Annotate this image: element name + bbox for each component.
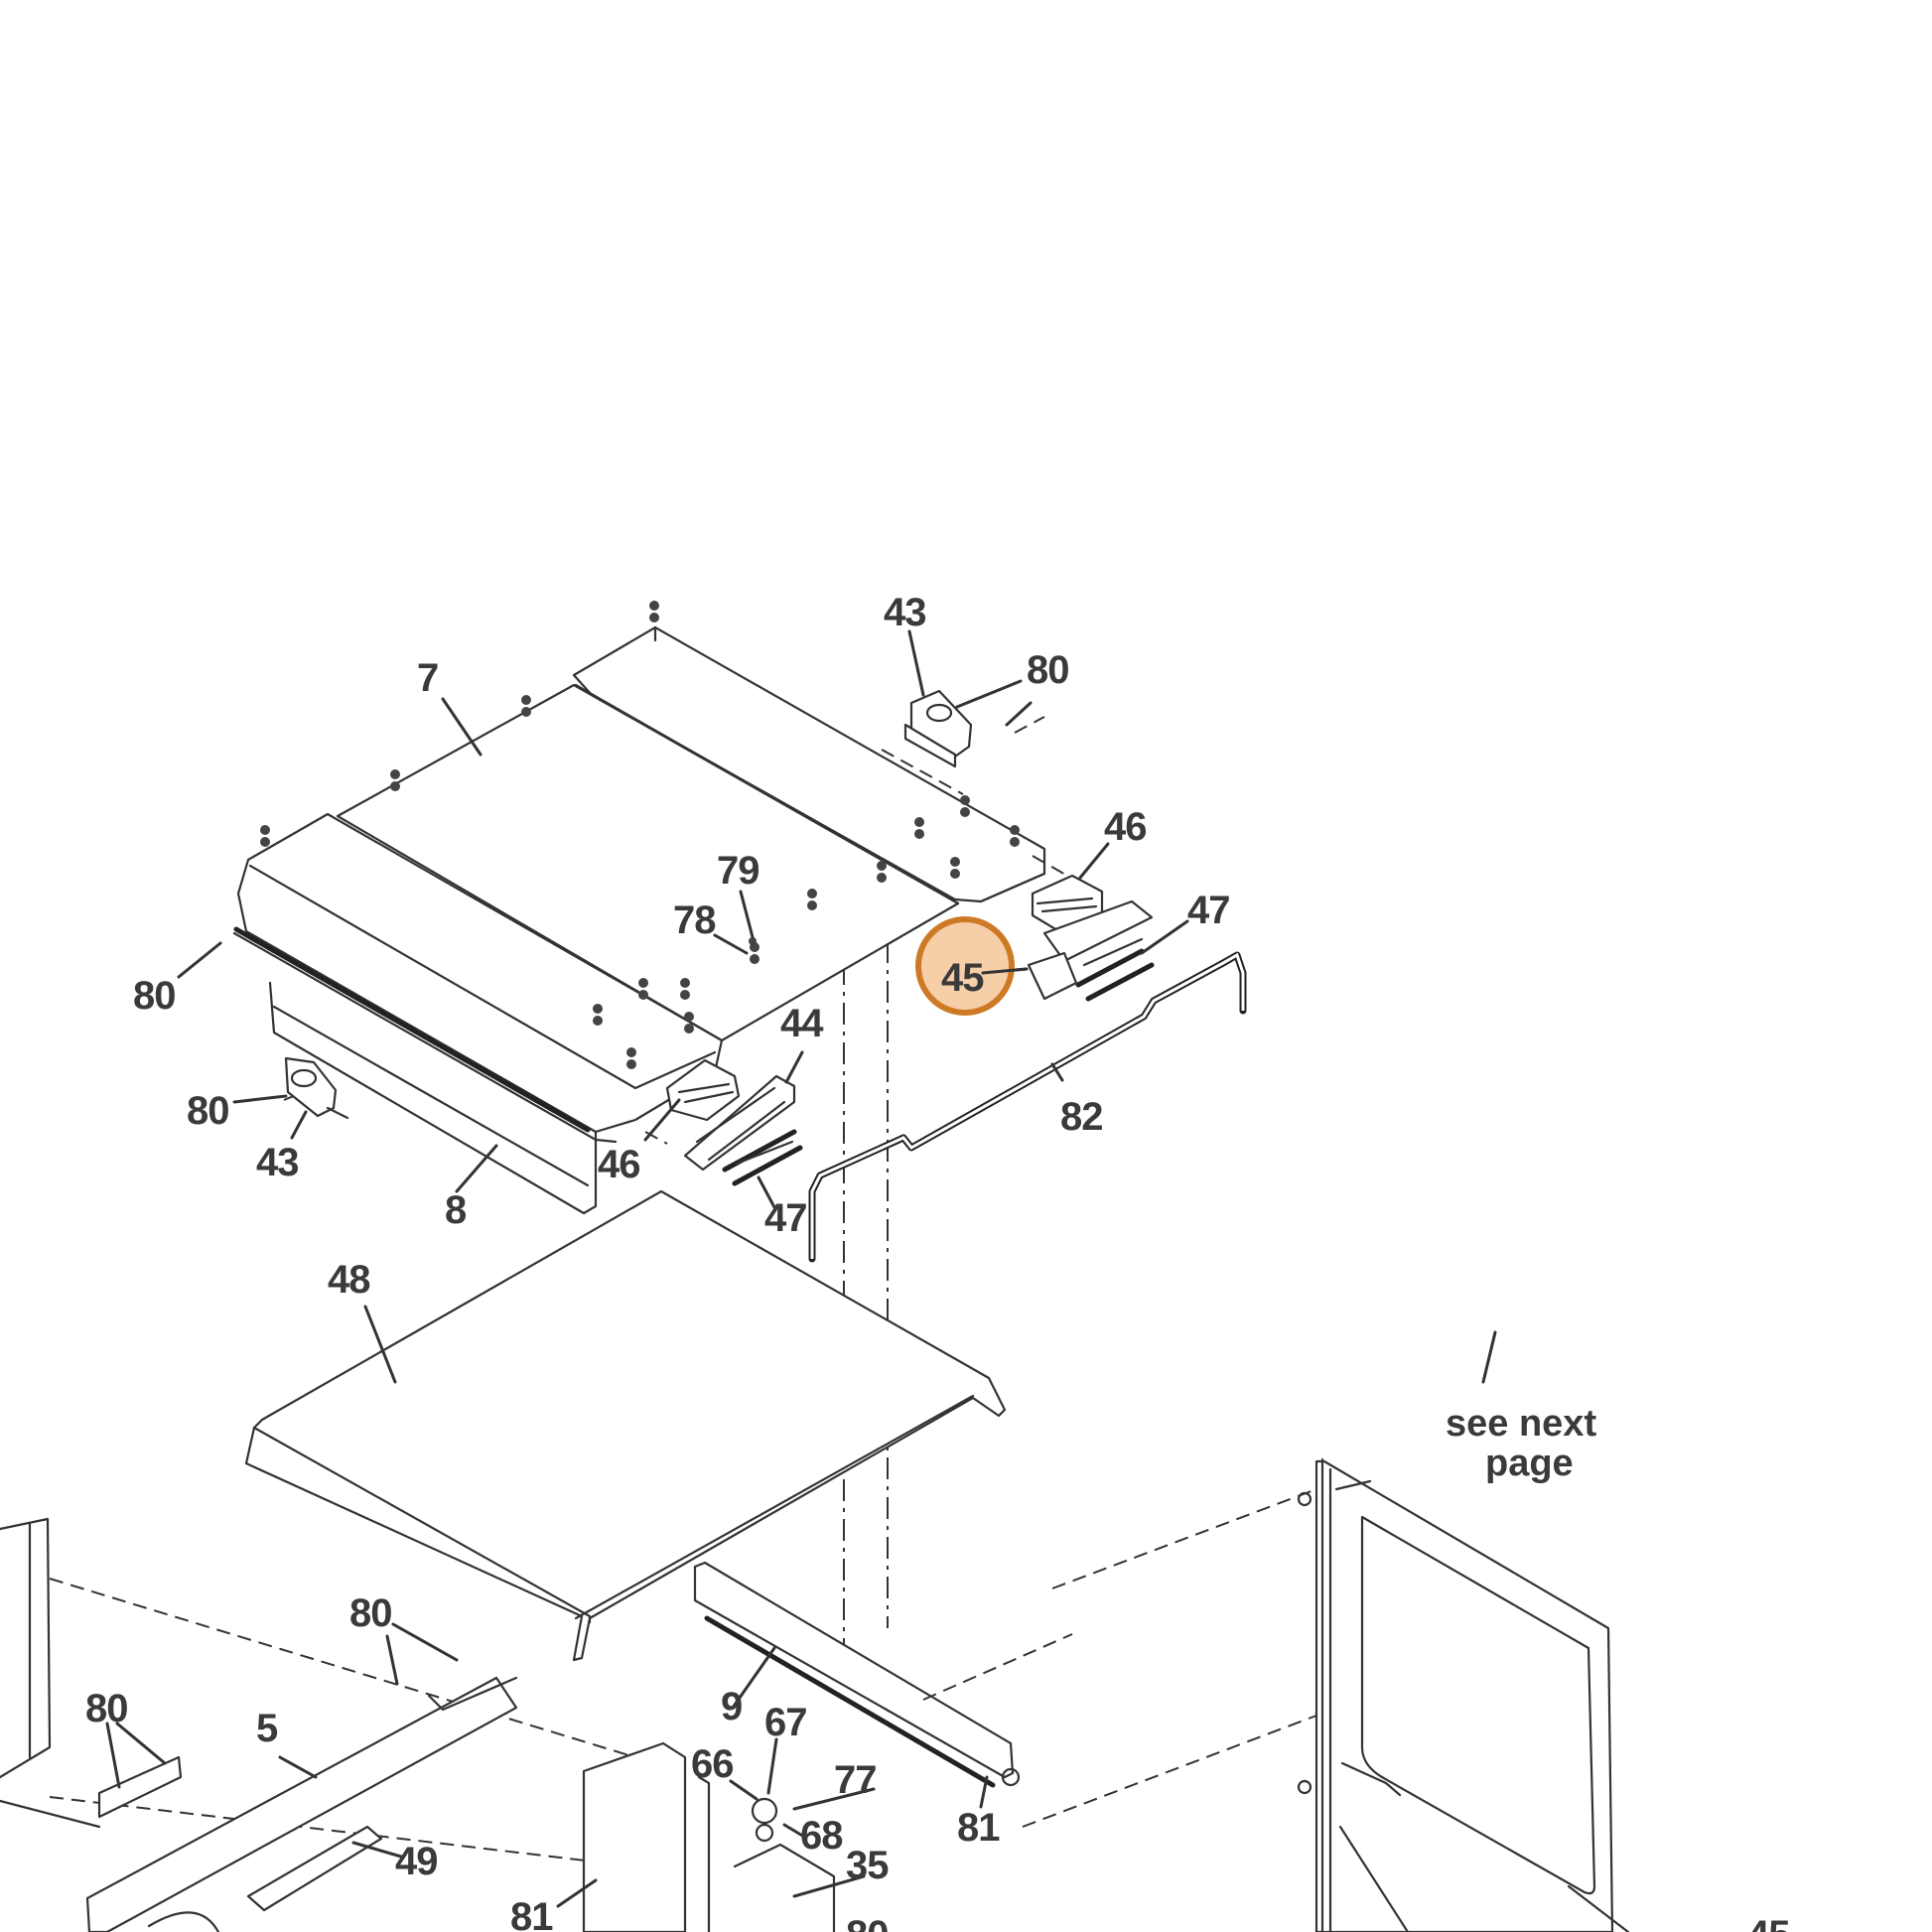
- callout-81-right: 81: [957, 1806, 1000, 1850]
- callout-labels: 7 43 80 46 47 79 78 45 80 44 80 43 46 8 …: [85, 591, 1791, 1932]
- rod-82: [808, 951, 1247, 1263]
- callout-81-left: 81: [510, 1895, 553, 1932]
- callout-77: 77: [834, 1758, 877, 1802]
- panel-48: [244, 1189, 1007, 1662]
- latch-plate-45: [1027, 951, 1078, 1001]
- callout-48: 48: [328, 1258, 370, 1302]
- roof-bolts: [260, 601, 1020, 1069]
- bracket-lower-mid: [582, 1741, 836, 1932]
- see-next-page-note: see next page: [1446, 1403, 1596, 1484]
- callout-8: 8: [445, 1188, 467, 1232]
- callout-46-right: 46: [1104, 805, 1147, 849]
- bracket-43-top: [903, 689, 973, 768]
- rail-8: [272, 1005, 590, 1187]
- highlight-circle[interactable]: [915, 916, 1015, 1016]
- callout-7: 7: [417, 656, 438, 700]
- callout-80-left: 80: [133, 974, 176, 1018]
- callout-80-cut: 80: [846, 1913, 889, 1932]
- callout-44: 44: [780, 1002, 824, 1045]
- latch-46-left: [665, 1058, 741, 1122]
- callout-49: 49: [395, 1840, 438, 1883]
- callout-35: 35: [846, 1844, 889, 1887]
- leader-lines: [105, 629, 1497, 1908]
- door-frame: [1022, 1457, 1630, 1932]
- note-line-1: see next: [1446, 1403, 1596, 1445]
- callout-47-right: 47: [1187, 889, 1230, 932]
- callout-5: 5: [256, 1707, 278, 1750]
- frame-5-left: [0, 1517, 636, 1932]
- callout-79: 79: [717, 849, 759, 893]
- callout-66: 66: [691, 1742, 734, 1786]
- callout-9: 9: [721, 1685, 742, 1728]
- bracket-43-left: [284, 1056, 349, 1120]
- latch-44: [683, 1074, 796, 1172]
- callout-82: 82: [1060, 1095, 1103, 1139]
- callout-80-midleft: 80: [187, 1089, 229, 1133]
- note-line-2: page: [1485, 1443, 1574, 1484]
- callout-80-bottom: 80: [349, 1591, 392, 1635]
- rail-9: [693, 1561, 1073, 1788]
- callout-78: 78: [673, 898, 716, 942]
- roof-panel-7: [232, 625, 1046, 1215]
- callout-80-top: 80: [1027, 648, 1069, 692]
- handle-47-mid: [722, 1129, 803, 1186]
- callout-68: 68: [800, 1814, 843, 1858]
- callout-45-cut: 45: [1747, 1913, 1790, 1932]
- handle-47-right: [1042, 899, 1155, 1002]
- callout-67: 67: [764, 1701, 807, 1744]
- callout-47-mid: 47: [764, 1196, 807, 1240]
- center-lines: [843, 941, 889, 1648]
- callout-46-left: 46: [598, 1143, 640, 1186]
- callout-43-top: 43: [884, 591, 926, 634]
- callout-80-far: 80: [85, 1687, 128, 1730]
- callout-45: 45: [941, 956, 984, 1000]
- callout-43-left: 43: [256, 1141, 299, 1184]
